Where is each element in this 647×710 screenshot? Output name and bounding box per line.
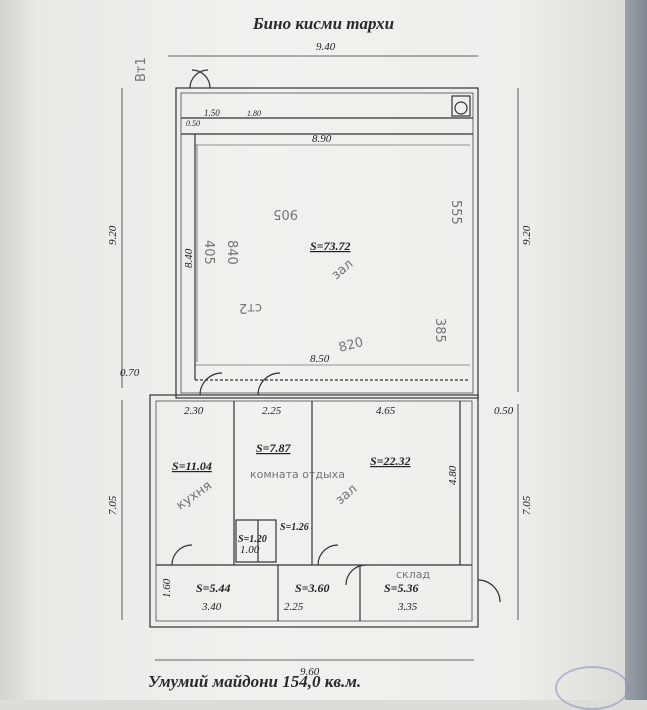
room-main-hall: S=73.72 (310, 239, 351, 253)
dim-top-strip-right-label: 1.80 (247, 109, 261, 118)
dim-room-w3-label: 4.65 (376, 405, 396, 417)
dim-top-strip-label: 1.50 (204, 108, 220, 118)
stamp-mark (555, 666, 629, 710)
column-circle (454, 101, 468, 115)
door-arc-8 (191, 69, 211, 89)
door-arc-5 (345, 564, 367, 586)
hand-note-2: ст2 (239, 300, 262, 315)
plan-title: Бино кисми тархи (252, 14, 395, 33)
dim-right-upper-label: 9.20 (521, 225, 533, 245)
lower-block-outline (149, 394, 479, 628)
hand-hall-small: зал (333, 482, 360, 508)
dim-step-left-label: 0.70 (120, 367, 140, 379)
dim-left-lower-label: 7.05 (107, 495, 119, 515)
hand-note-1: 905 (273, 206, 298, 221)
upper-block-outline (175, 87, 479, 399)
upper-block-inner (180, 92, 474, 394)
dim-inner-top-label: 8.90 (312, 133, 332, 145)
hand-kitchen: кухня (174, 478, 215, 513)
dim-right-room-label: 4.80 (447, 465, 459, 485)
room-left: S=11.04 (172, 459, 212, 473)
wc-box (235, 519, 277, 563)
hand-note-4: 840 (224, 240, 239, 265)
room-bath-right: S=5.36 (384, 581, 419, 595)
room-right: S=22.32 (370, 454, 411, 468)
column-box (451, 95, 471, 117)
dim-step-right-label: 0.50 (494, 405, 514, 417)
hand-note-6: 555 (448, 200, 463, 225)
hand-note-7: 820 (337, 335, 365, 356)
door-arc-3 (171, 544, 193, 566)
dim-bottom-label: 9.60 (300, 666, 320, 678)
hand-storage: склад (396, 568, 430, 581)
door-arc-2 (257, 372, 281, 396)
dim-bottom-left-h-label: 1.60 (161, 578, 173, 598)
dim-inner-left-label: 8.40 (183, 248, 195, 268)
dim-room-w1-label: 2.30 (184, 405, 204, 417)
hand-note-3: зал (329, 257, 356, 283)
dim-bottom-w3-label: 3.35 (397, 601, 418, 613)
dim-left-upper-label: 9.20 (107, 225, 119, 245)
binder-edge (625, 0, 647, 700)
lower-block-inner (155, 400, 473, 622)
room-wc2: S=1.26 (280, 522, 309, 533)
hand-note-5: 405 (201, 240, 216, 265)
door-arc-4 (317, 544, 339, 566)
dim-small-w-label: 1.00 (240, 544, 260, 556)
room-mid: S=7.87 (256, 441, 292, 455)
dim-bottom-w2-label: 2.25 (284, 601, 304, 613)
door-arc-7 (189, 69, 209, 89)
room-bath-left: S=5.44 (196, 581, 231, 595)
dim-room-w2-label: 2.25 (262, 405, 282, 417)
dim-top-label: 9.40 (316, 41, 336, 53)
room-bath-mid: S=3.60 (295, 581, 330, 595)
dim-inner-mid-label: 8.50 (310, 353, 330, 365)
door-arc-6 (477, 579, 501, 603)
dim-right-lower-label: 7.05 (521, 495, 533, 515)
door-arc-1 (199, 372, 223, 396)
hand-note-8: 385 (432, 318, 447, 343)
total-area-caption: Умумий майдони 154,0 кв.м. (148, 672, 362, 691)
dim-bottom-w1-label: 3.40 (201, 601, 222, 613)
dim-strip-edge-label: 0.50 (186, 119, 200, 128)
hand-rest-room: комната отдыха (250, 468, 345, 481)
hand-side-code: Вт1 (134, 57, 149, 82)
room-wc1: S=1.20 (238, 534, 267, 545)
